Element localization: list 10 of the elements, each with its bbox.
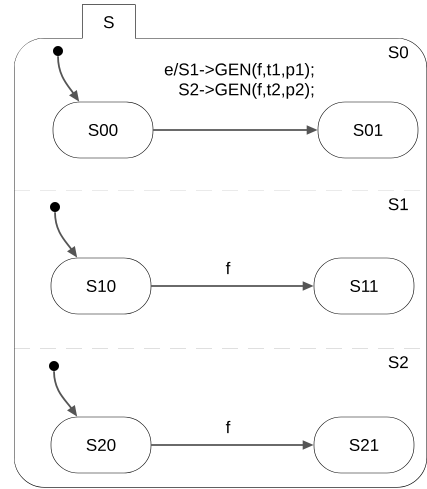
edge-label: f [226,420,230,434]
initial-dot [53,46,63,56]
edge-label: f [226,262,230,274]
node-label: S [104,16,114,28]
node-label: S1 [388,198,408,210]
edge-label: e/S1->GEN(f,t1,p1); S2->GEN(f,t2,p2); [164,62,314,99]
node-label: S2 [388,356,408,368]
initial-dot [50,202,60,212]
initial-dot [49,361,59,371]
node-label: S0 [388,46,408,58]
